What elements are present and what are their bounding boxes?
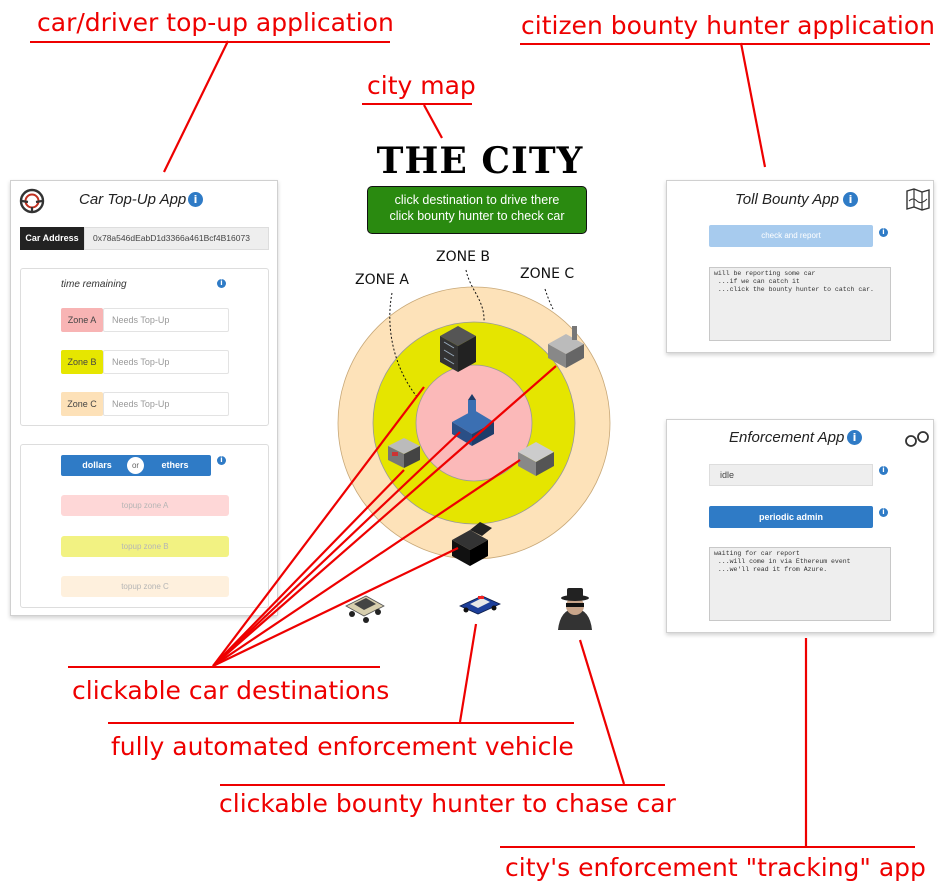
car-address-label: Car Address xyxy=(20,227,84,250)
currency-info-icon[interactable]: i xyxy=(217,456,226,465)
handcuffs-icon xyxy=(905,431,929,447)
connector-bounty-hunter xyxy=(578,639,626,785)
zone-c-time: Needs Top-Up xyxy=(103,392,229,416)
zone-a-caption: ZONE A xyxy=(355,272,409,288)
zone-c-caption: ZONE C xyxy=(520,266,575,282)
annotation-bounty-hunter: clickable bounty hunter to chase car xyxy=(219,789,676,818)
instruction-line-1: click destination to drive there xyxy=(394,193,560,207)
enforcement-info-icon[interactable]: i xyxy=(847,430,862,445)
periodic-admin-button[interactable]: periodic admin xyxy=(709,506,873,528)
annotation-underline xyxy=(30,41,390,43)
connector-bounty-app xyxy=(739,42,767,168)
zone-a-label: Zone A xyxy=(61,308,103,332)
connector-enforcement-vehicle xyxy=(458,623,478,723)
steering-wheel-icon xyxy=(19,188,45,214)
zone-b-label: Zone B xyxy=(61,350,103,374)
currency-toggle[interactable]: dollars or ethers xyxy=(61,455,211,476)
topup-zone-a-button[interactable]: topup zone A xyxy=(61,495,229,516)
annotation-underline xyxy=(500,846,915,848)
city-hall-icon[interactable] xyxy=(452,394,494,446)
zone-a-time: Needs Top-Up xyxy=(103,308,229,332)
enforcement-log[interactable]: waiting for car report ...will come in v… xyxy=(709,547,891,621)
connector-city-map xyxy=(423,104,443,139)
bounty-hunter-icon[interactable] xyxy=(558,588,592,630)
zone-a-pointer xyxy=(389,292,419,399)
annotation-enforcement-vehicle: fully automated enforcement vehicle xyxy=(111,732,574,761)
time-remaining-label: time remaining xyxy=(61,279,127,290)
zone-c-label: Zone C xyxy=(61,392,103,416)
topup-zone-c-button[interactable]: topup zone C xyxy=(61,576,229,597)
car-icon[interactable] xyxy=(345,595,385,623)
time-remaining-info-icon[interactable]: i xyxy=(217,279,226,288)
enforcement-app-panel: Enforcement App i idle i periodic admin … xyxy=(666,419,934,633)
annotation-underline xyxy=(520,43,930,45)
top-up-app-panel: Car Top-Up App i Car Address 0x78a546dEa… xyxy=(10,180,278,616)
annotation-bounty-app: citizen bounty hunter application xyxy=(521,11,935,40)
time-remaining-card: time remaining i Zone A Needs Top-Up Zon… xyxy=(20,268,269,426)
top-up-info-icon[interactable]: i xyxy=(188,192,203,207)
toggle-ethers[interactable]: ethers xyxy=(161,460,189,470)
zone-b-time: Needs Top-Up xyxy=(103,350,229,374)
topup-zone-b-button[interactable]: topup zone B xyxy=(61,536,229,557)
warehouse-icon[interactable] xyxy=(518,442,554,476)
annotation-underline xyxy=(68,666,380,668)
shop-icon[interactable] xyxy=(388,438,420,468)
check-report-info-icon[interactable]: i xyxy=(879,228,888,237)
map-instruction-banner: click destination to drive there click b… xyxy=(367,186,587,234)
annotation-underline xyxy=(362,103,472,105)
annotation-underline xyxy=(108,722,574,724)
zone-c-pointer xyxy=(544,288,554,310)
destination-connectors xyxy=(212,365,557,667)
toggle-or-separator: or xyxy=(127,457,144,474)
dark-building-icon[interactable] xyxy=(452,522,492,566)
toll-bounty-app-title: Toll Bounty App xyxy=(735,191,839,208)
toggle-dollars[interactable]: dollars xyxy=(82,460,112,470)
zone-b-caption: ZONE B xyxy=(436,249,490,265)
instruction-line-2: click bounty hunter to check car xyxy=(389,209,565,223)
enforcement-app-title: Enforcement App xyxy=(729,429,845,446)
annotation-tracking-app: city's enforcement "tracking" app xyxy=(505,853,926,882)
annotation-city-map: city map xyxy=(367,71,476,100)
status-info-icon[interactable]: i xyxy=(879,466,888,475)
police-car-icon[interactable] xyxy=(459,595,501,615)
office-tower-icon[interactable] xyxy=(440,326,476,372)
connector-top-up-app xyxy=(163,40,229,173)
top-up-app-title: Car Top-Up App xyxy=(79,191,187,208)
admin-info-icon[interactable]: i xyxy=(879,508,888,517)
annotation-car-destinations: clickable car destinations xyxy=(72,676,390,705)
top-up-actions-card: dollars or ethers i topup zone A topup z… xyxy=(20,444,269,608)
toll-bounty-info-icon[interactable]: i xyxy=(843,192,858,207)
car-address-input[interactable]: 0x78a546dEabD1d3366a461Bcf4B16073 xyxy=(84,227,269,250)
zone-b-pointer xyxy=(465,269,485,323)
annotation-underline xyxy=(220,784,665,786)
annotation-top-up-app: car/driver top-up application xyxy=(37,8,394,37)
enforcement-status-field[interactable]: idle xyxy=(709,464,873,486)
toll-bounty-app-panel: Toll Bounty App i check and report i wil… xyxy=(666,180,934,353)
check-and-report-button[interactable]: check and report xyxy=(709,225,873,247)
toll-bounty-log[interactable]: will be reporting some car ...if we can … xyxy=(709,267,891,341)
city-map-title: THE CITY xyxy=(376,140,584,182)
map-icon xyxy=(906,188,930,211)
factory-icon[interactable] xyxy=(548,326,584,368)
